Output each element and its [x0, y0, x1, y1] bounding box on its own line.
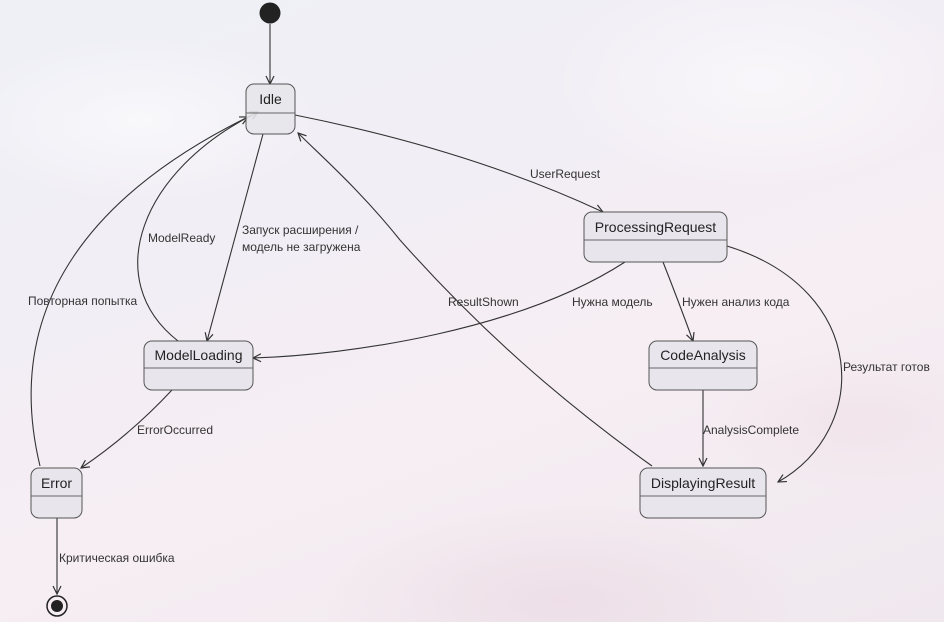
edge-modelloading-to-idle	[137, 112, 258, 342]
label-model-ready: ModelReady	[148, 231, 215, 245]
label-need-code-analysis: Нужен анализ кода	[682, 295, 790, 309]
label-need-model: Нужна модель	[572, 295, 653, 309]
edge-error-to-idle	[30, 117, 248, 467]
state-code-analysis: CodeAnalysis	[648, 340, 758, 391]
state-error-label: Error	[41, 475, 72, 491]
state-model-loading: ModelLoading	[143, 340, 254, 391]
state-model-loading-label: ModelLoading	[155, 347, 243, 363]
label-launch-line2: модель не загружена	[242, 240, 361, 254]
state-displaying-result-label: DisplayingResult	[651, 475, 755, 491]
label-error-occurred: ErrorOccurred	[137, 423, 213, 437]
label-user-request: UserRequest	[530, 167, 601, 181]
edge-idle-to-processing	[294, 114, 603, 212]
state-error: Error	[30, 467, 83, 519]
label-analysis-complete: AnalysisComplete	[703, 423, 799, 437]
state-idle: Idle	[245, 83, 296, 135]
label-critical-error: Критическая ошибка	[59, 551, 175, 565]
label-result-shown: ResultShown	[448, 295, 519, 309]
label-launch-line1: Запуск расширения /	[242, 223, 359, 237]
label-result-ready: Результат готов	[843, 360, 930, 374]
state-processing-request-label: ProcessingRequest	[595, 219, 717, 235]
edge-modelloading-to-error	[81, 389, 173, 468]
edge-processing-to-displaying	[726, 245, 843, 482]
edge-processing-to-codeanalysis	[662, 261, 693, 341]
edge-idle-to-modelloading	[207, 133, 264, 341]
final-state	[46, 595, 68, 617]
state-processing-request: ProcessingRequest	[583, 211, 728, 263]
edge-displaying-to-idle	[298, 133, 653, 467]
state-displaying-result: DisplayingResult	[639, 467, 767, 519]
state-code-analysis-label: CodeAnalysis	[660, 347, 746, 363]
label-retry: Повторная попытка	[28, 294, 138, 308]
edge-processing-to-modelloading	[253, 261, 626, 358]
initial-state	[259, 2, 281, 24]
state-idle-label: Idle	[259, 91, 282, 107]
